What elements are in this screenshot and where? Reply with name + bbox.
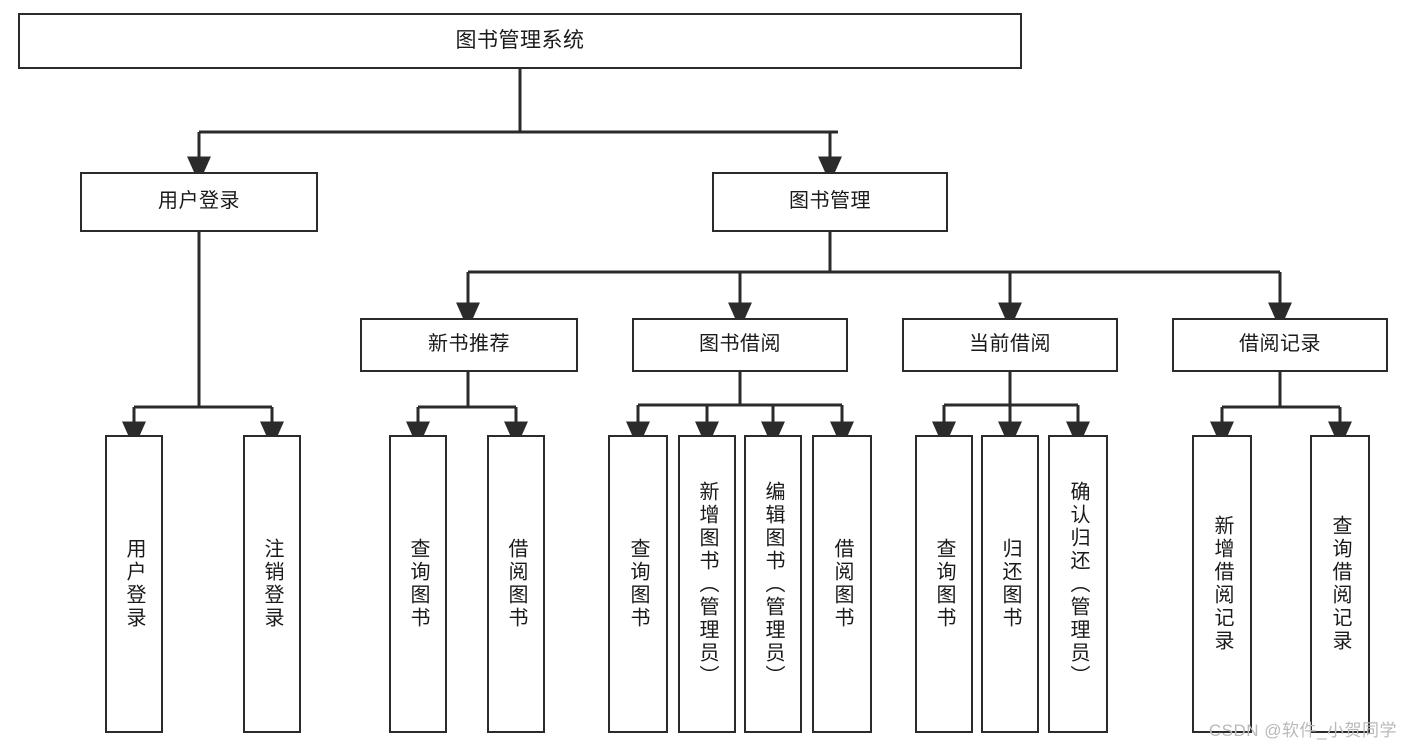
leaf-newbook-borrow-book-label: 借阅图书 <box>505 538 527 630</box>
leaf-user-logout[interactable]: 注销登录 <box>243 435 301 733</box>
leaf-current-return-book-label: 归还图书 <box>999 538 1021 630</box>
leaf-records-add-record[interactable]: 新增借阅记录 <box>1192 435 1252 733</box>
leaf-borrow-add-book-admin-label: 新增图书（管理员） <box>696 480 718 688</box>
leaf-borrow-lend-book-label: 借阅图书 <box>831 538 853 630</box>
leaf-borrow-add-book-admin[interactable]: 新增图书（管理员） <box>678 435 736 733</box>
leaf-records-query-record[interactable]: 查询借阅记录 <box>1310 435 1370 733</box>
leaf-user-login[interactable]: 用户登录 <box>105 435 163 733</box>
node-root[interactable]: 图书管理系统 <box>18 13 1022 69</box>
leaf-borrow-edit-book-admin[interactable]: 编辑图书（管理员） <box>744 435 802 733</box>
node-current-borrow-label: 当前借阅 <box>969 333 1051 356</box>
node-book-borrow[interactable]: 图书借阅 <box>632 318 848 372</box>
leaf-current-query-book-label: 查询图书 <box>933 538 955 630</box>
leaf-current-return-book[interactable]: 归还图书 <box>981 435 1039 733</box>
leaf-borrow-query-book[interactable]: 查询图书 <box>608 435 668 733</box>
node-book-management-label: 图书管理 <box>789 190 871 213</box>
leaf-user-logout-label: 注销登录 <box>261 538 283 630</box>
node-new-book-recommend-label: 新书推荐 <box>428 333 510 356</box>
leaf-newbook-query-book[interactable]: 查询图书 <box>389 435 447 733</box>
node-current-borrow[interactable]: 当前借阅 <box>902 318 1118 372</box>
leaf-borrow-edit-book-admin-label: 编辑图书（管理员） <box>762 480 784 688</box>
node-user-login[interactable]: 用户登录 <box>80 172 318 232</box>
node-root-label: 图书管理系统 <box>455 28 585 52</box>
node-borrow-records[interactable]: 借阅记录 <box>1172 318 1388 372</box>
node-new-book-recommend[interactable]: 新书推荐 <box>360 318 578 372</box>
leaf-user-login-label: 用户登录 <box>123 538 145 630</box>
leaf-records-add-record-label: 新增借阅记录 <box>1211 515 1233 653</box>
leaf-borrow-query-book-label: 查询图书 <box>627 538 649 630</box>
leaf-newbook-query-book-label: 查询图书 <box>407 538 429 630</box>
node-borrow-records-label: 借阅记录 <box>1239 333 1321 356</box>
leaf-records-query-record-label: 查询借阅记录 <box>1329 515 1351 653</box>
leaf-current-query-book[interactable]: 查询图书 <box>915 435 973 733</box>
node-book-management[interactable]: 图书管理 <box>712 172 948 232</box>
leaf-newbook-borrow-book[interactable]: 借阅图书 <box>487 435 545 733</box>
leaf-current-confirm-return-admin-label: 确认归还（管理员） <box>1067 480 1089 688</box>
leaf-borrow-lend-book[interactable]: 借阅图书 <box>812 435 872 733</box>
node-user-login-label: 用户登录 <box>158 190 240 213</box>
leaf-current-confirm-return-admin[interactable]: 确认归还（管理员） <box>1048 435 1108 733</box>
node-book-borrow-label: 图书借阅 <box>699 333 781 356</box>
